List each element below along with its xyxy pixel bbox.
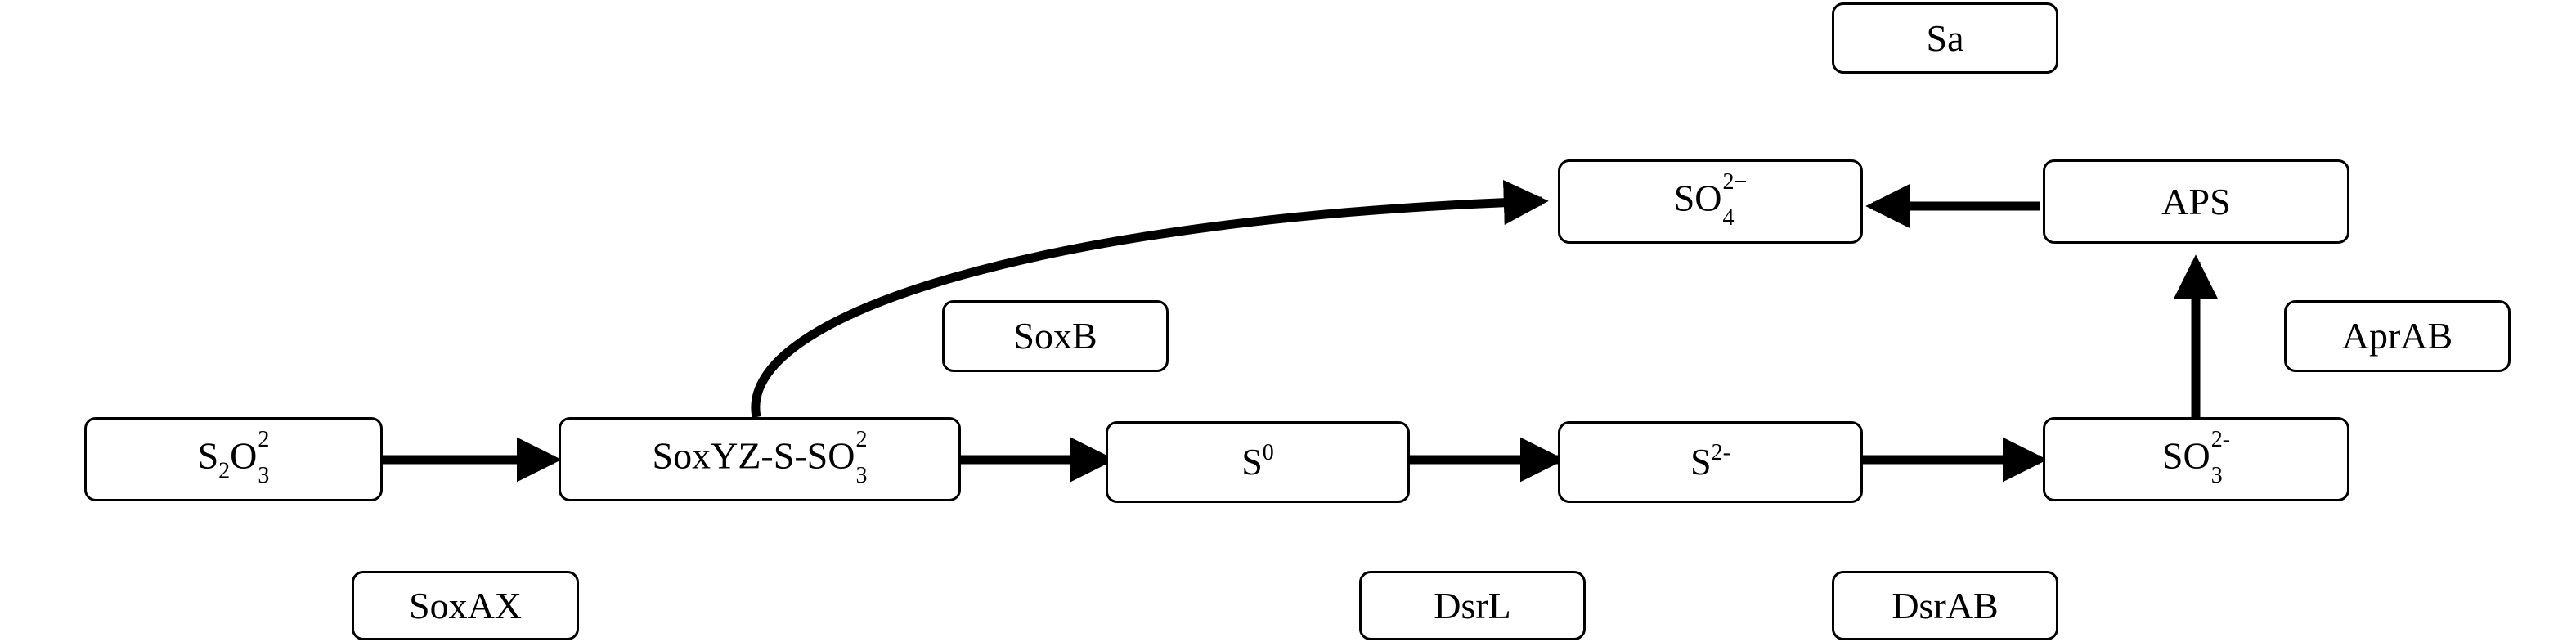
enzyme-dsrl: DsrL xyxy=(1359,571,1586,640)
node-sulfide-label: S2- xyxy=(1690,440,1730,483)
enzyme-dsrab: DsrAB xyxy=(1832,571,2058,640)
enzyme-soxax: SoxAX xyxy=(352,571,579,640)
enzyme-aprab-label: AprAB xyxy=(2341,315,2453,357)
node-elemental-sulfur-label: S0 xyxy=(1241,440,1274,483)
enzyme-soxb: SoxB xyxy=(942,300,1169,372)
enzyme-aprab: AprAB xyxy=(2284,300,2511,372)
enzyme-soxax-label: SoxAX xyxy=(408,584,523,626)
enzyme-sa: Sa xyxy=(1832,2,2058,74)
arrow-soxyz-to-so4 xyxy=(751,180,1549,419)
node-sulfide: S2- xyxy=(1558,421,1863,503)
node-aps: APS xyxy=(2043,159,2349,244)
enzyme-sa-label: Sa xyxy=(1926,16,1964,59)
enzyme-dsrl-label: DsrL xyxy=(1434,584,1511,626)
node-aps-label: APS xyxy=(2161,180,2231,222)
enzyme-soxb-label: SoxB xyxy=(1013,315,1097,357)
enzyme-dsrab-label: DsrAB xyxy=(1892,584,1999,626)
node-elemental-sulfur: S0 xyxy=(1106,421,1410,503)
